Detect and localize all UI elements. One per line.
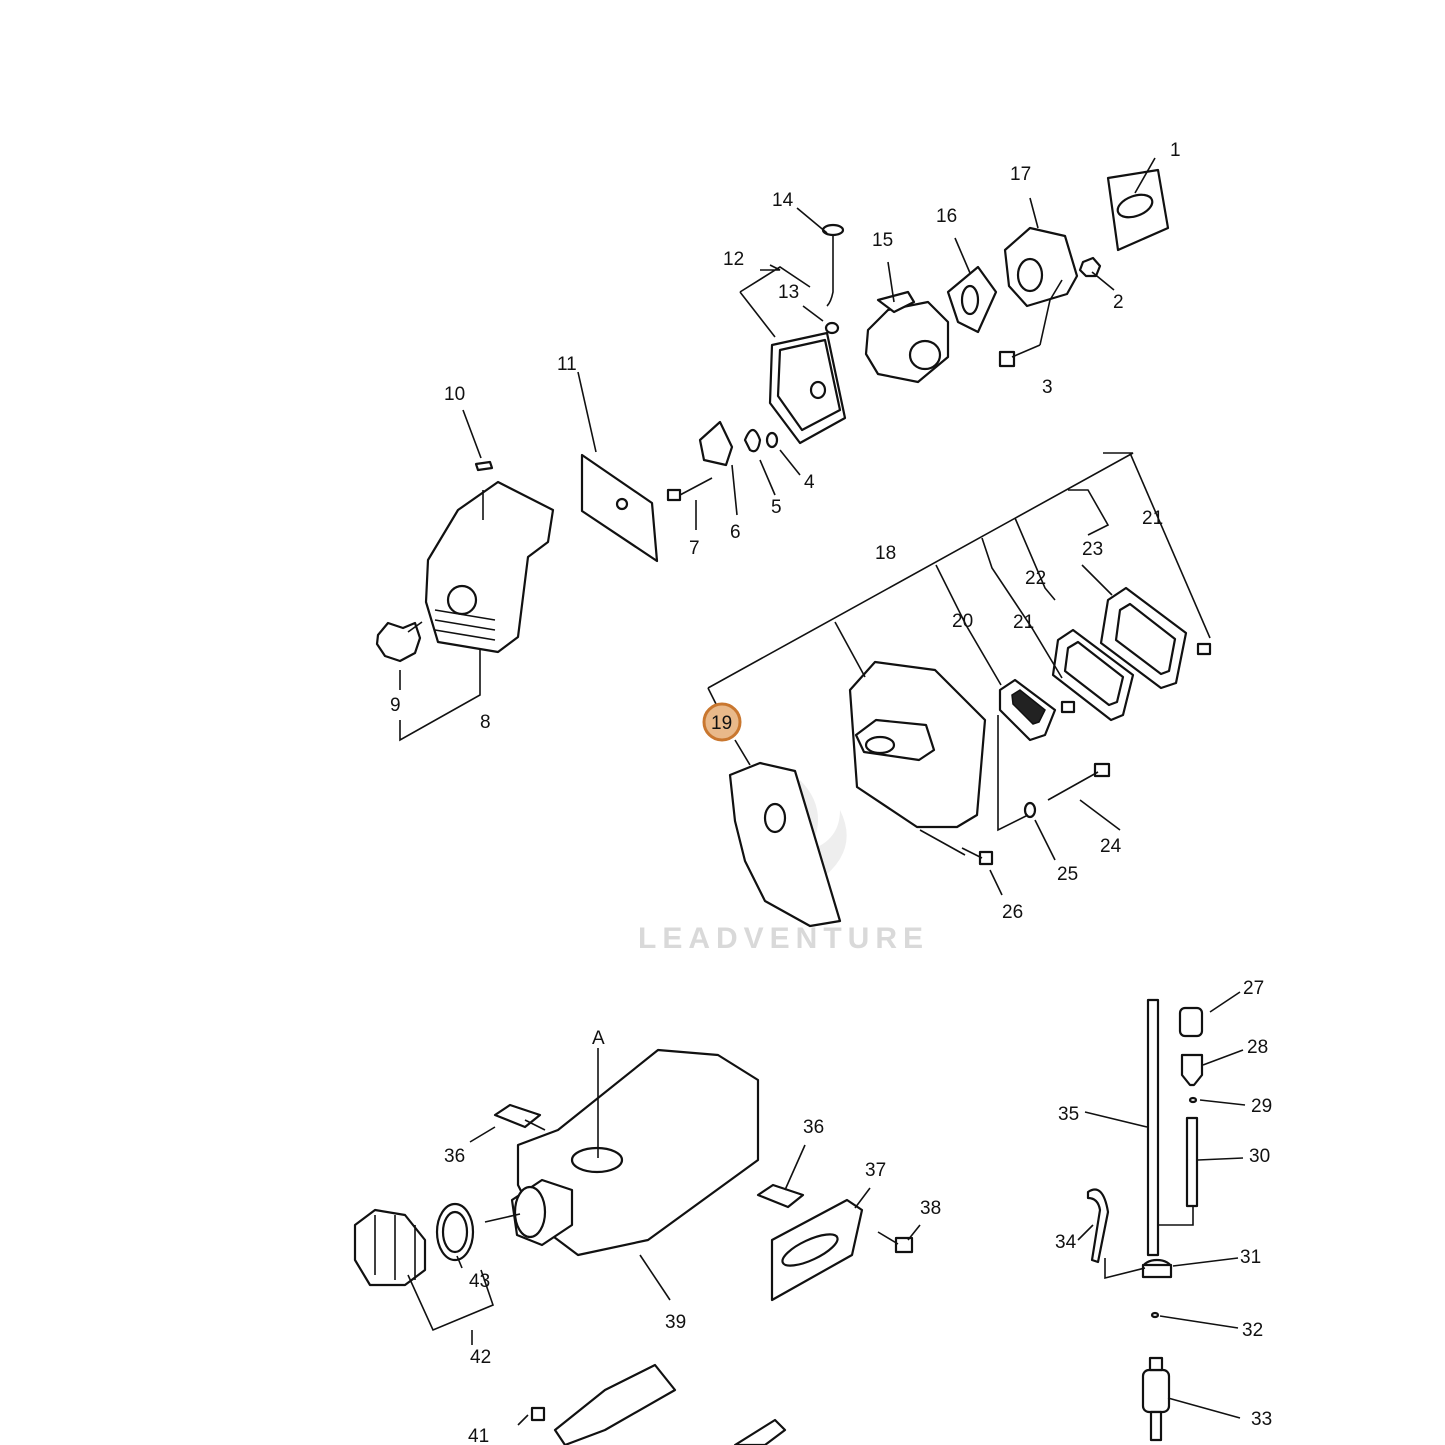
part-9-knob <box>375 621 423 663</box>
part-8-air-cleaner-cover <box>424 480 555 654</box>
callout-13: 13 <box>778 282 799 303</box>
callout-5: 5 <box>771 497 782 518</box>
callout-28: 28 <box>1247 1037 1268 1058</box>
leader-lines-top <box>399 157 1211 896</box>
part-18-muffler <box>848 660 987 829</box>
part-5-clip <box>743 428 762 453</box>
leader-lines-bottom <box>407 991 1246 1426</box>
callout-25: 25 <box>1057 864 1078 885</box>
part-21-screw <box>1196 642 1212 656</box>
callout-A: A <box>592 1028 605 1049</box>
callout-30: 30 <box>1249 1146 1270 1167</box>
callout-8: 8 <box>480 712 491 733</box>
part-32-clip <box>1150 1311 1160 1319</box>
part-1-gasket <box>1106 168 1170 252</box>
callout-20: 20 <box>952 611 973 632</box>
callout-36-left: 36 <box>444 1146 465 1167</box>
part-42-fuel-cap <box>353 1208 427 1287</box>
part-43-gasket <box>435 1202 475 1262</box>
callout-1: 1 <box>1170 140 1181 161</box>
part-41-screw <box>530 1406 546 1422</box>
part-37-plate <box>770 1198 864 1302</box>
part-16-gasket <box>946 265 998 334</box>
callout-11: 11 <box>557 354 577 375</box>
part-31-grommet <box>1141 1258 1173 1279</box>
callout-37: 37 <box>865 1160 886 1181</box>
part-15-carburetor <box>864 290 950 384</box>
callout-7: 7 <box>689 538 700 559</box>
part-29-clip <box>1188 1096 1198 1104</box>
callout-21-lower: 21 <box>1013 612 1034 633</box>
callout-6: 6 <box>730 522 741 543</box>
part-24-bolt <box>1047 762 1111 801</box>
callout-18: 18 <box>875 543 896 564</box>
callout-21-upper: 21 <box>1142 508 1163 529</box>
callout-labels: 1 2 3 4 5 6 7 8 9 10 11 12 13 14 15 16 1… <box>390 140 1272 1445</box>
callout-41: 41 <box>468 1426 489 1445</box>
callout-29: 29 <box>1251 1096 1272 1117</box>
part-38-screw <box>877 1231 914 1254</box>
part-40-bracket <box>553 1363 787 1445</box>
watermark-text: LEADVENTURE <box>638 922 929 955</box>
highlight-circle <box>702 702 742 742</box>
part-21-screw-2 <box>1060 700 1076 714</box>
part-28-primer <box>1180 1053 1204 1087</box>
part-30-tube <box>1185 1116 1199 1208</box>
callout-12: 12 <box>723 249 744 270</box>
callout-43: 43 <box>469 1271 490 1292</box>
callout-19: 19 <box>711 713 732 734</box>
part-4-washer <box>765 431 779 449</box>
callout-17: 17 <box>1010 164 1031 185</box>
part-13-washer <box>824 321 840 335</box>
part-2-nut <box>1078 256 1102 278</box>
callout-27: 27 <box>1243 978 1264 999</box>
callout-9: 9 <box>390 695 401 716</box>
callout-24: 24 <box>1100 836 1122 857</box>
callout-39: 39 <box>665 1312 686 1333</box>
callout-34: 34 <box>1055 1232 1077 1253</box>
callout-36-right: 36 <box>803 1117 824 1138</box>
part-27-cap <box>1178 1006 1204 1038</box>
callout-31: 31 <box>1240 1247 1261 1268</box>
callout-38: 38 <box>920 1198 941 1219</box>
part-19-muffler-cover <box>728 761 842 928</box>
part-22-gasket <box>1051 628 1135 722</box>
part-10-label <box>474 460 494 472</box>
part-26-screw <box>961 847 994 866</box>
part-6-bracket <box>698 420 734 467</box>
callout-10: 10 <box>444 384 465 405</box>
part-20-spark-arrester <box>998 678 1057 742</box>
part-17-insulator <box>1003 226 1079 308</box>
callout-26: 26 <box>1002 902 1023 923</box>
part-33-fuel-filter <box>1141 1356 1171 1442</box>
callout-14: 14 <box>772 190 794 211</box>
part-34-fuel-hose <box>1086 1188 1110 1264</box>
part-35-fuel-pipe <box>1146 998 1160 1257</box>
part-7-screw <box>666 477 713 502</box>
callout-3: 3 <box>1042 377 1053 398</box>
part-23-gasket <box>1099 586 1188 690</box>
part-3-bolt <box>998 344 1041 368</box>
part-36-grommet-2 <box>756 1183 805 1209</box>
callout-2: 2 <box>1113 292 1124 313</box>
callout-15: 15 <box>872 230 893 251</box>
part-39-fuel-tank <box>510 1048 760 1257</box>
part-12-filter-base <box>768 331 847 445</box>
callout-22: 22 <box>1025 568 1046 589</box>
callout-23: 23 <box>1082 539 1103 560</box>
callout-35: 35 <box>1058 1104 1079 1125</box>
part-25-washer <box>1023 801 1037 819</box>
part-14-choke-rod <box>821 223 845 307</box>
callout-16: 16 <box>936 206 957 227</box>
callout-4: 4 <box>804 472 815 493</box>
callout-42: 42 <box>470 1347 491 1368</box>
part-11-air-filter <box>580 453 659 563</box>
callout-32: 32 <box>1242 1320 1263 1341</box>
callout-19-highlight[interactable]: 19 <box>702 702 742 742</box>
callout-33: 33 <box>1251 1409 1272 1430</box>
